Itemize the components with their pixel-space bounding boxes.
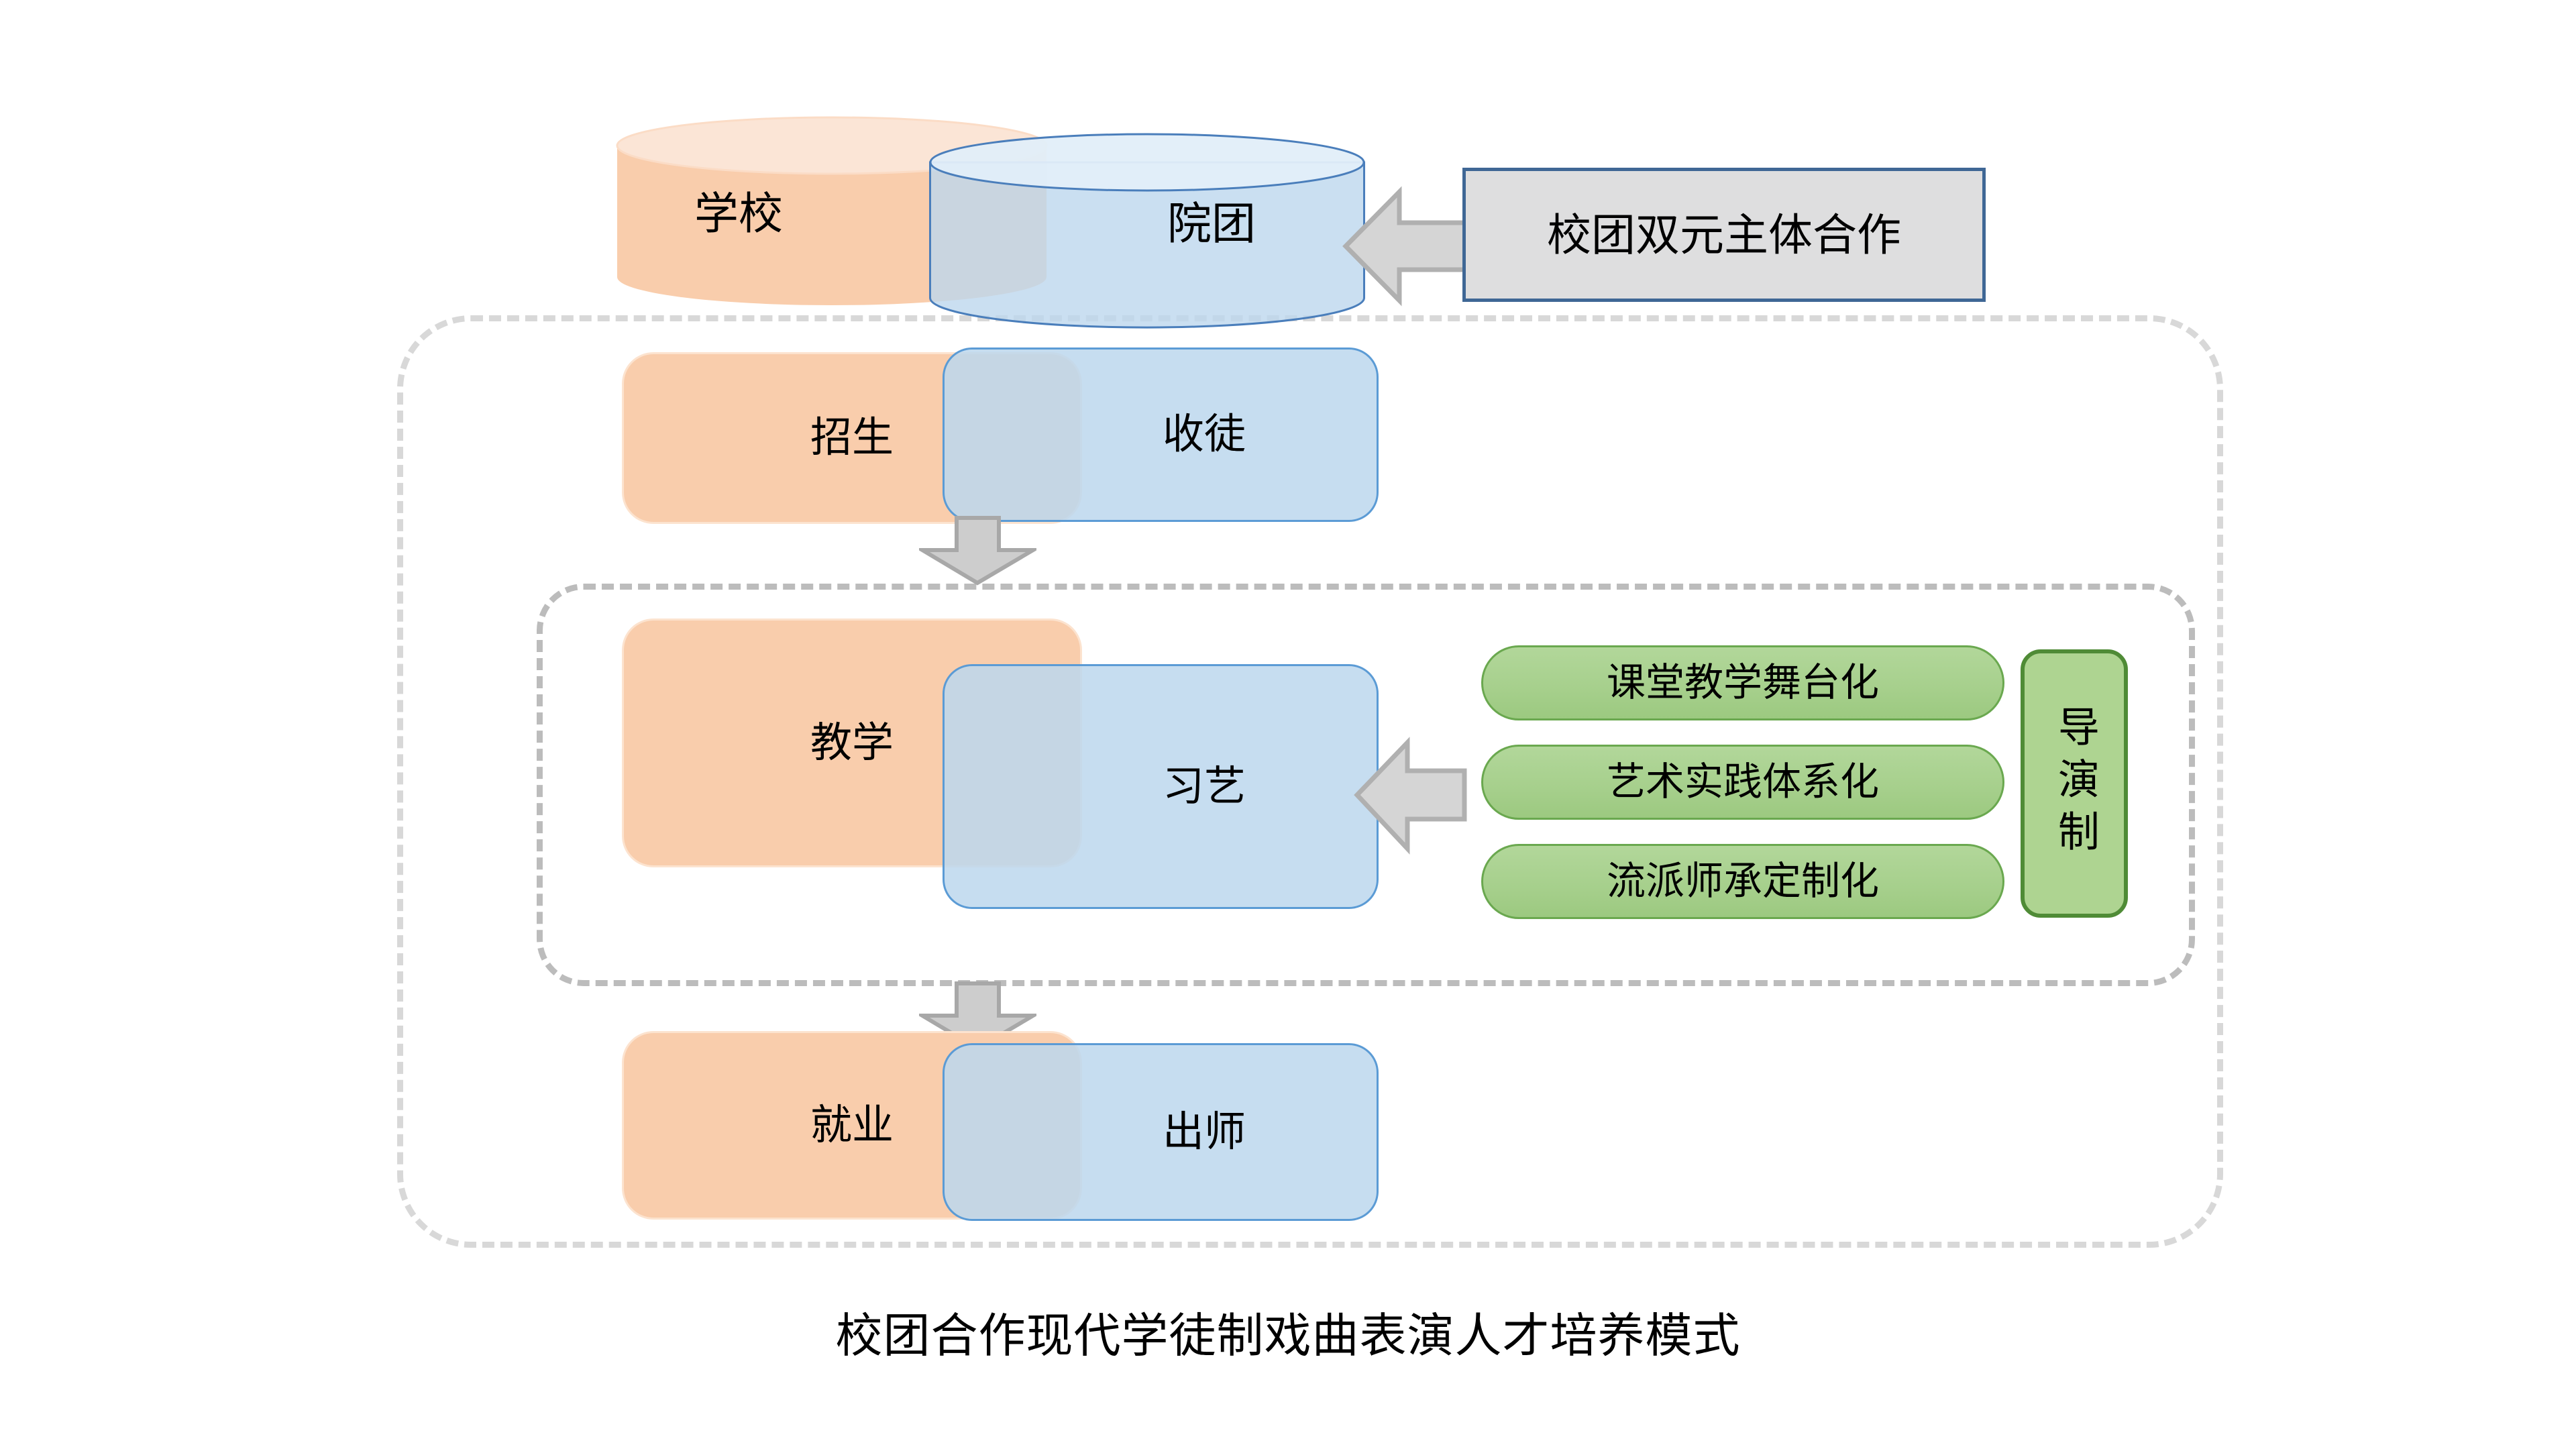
feature-pill-2-label: 艺术实践体系化 [1606, 760, 1879, 804]
left-arrow-icon-callout [1342, 182, 1469, 310]
row-teach-left-label: 教学 [810, 719, 894, 766]
row-employ-right-label: 出师 [1162, 1108, 1246, 1155]
callout-card: 校团双元主体合作 [1462, 168, 1986, 302]
down-arrow-icon-2 [919, 981, 1036, 1051]
vertical-badge-director-system: 导演制 [2021, 649, 2128, 918]
callout-card-label: 校团双元主体合作 [1547, 210, 1901, 260]
row-recruit-left-label: 招生 [810, 415, 894, 461]
row-employ-right: 出师 [943, 1043, 1379, 1221]
cylinder-troupe-label: 院团 [1167, 199, 1256, 248]
feature-pill-1-label: 课堂教学舞台化 [1606, 661, 1879, 704]
row-teach-right-label: 习艺 [1162, 763, 1246, 810]
feature-pill-1: 课堂教学舞台化 [1481, 645, 2004, 720]
feature-pill-2: 艺术实践体系化 [1481, 745, 2004, 820]
row-recruit-right-label: 收徒 [1162, 411, 1246, 458]
vertical-badge-label: 导演制 [2051, 705, 2098, 862]
cylinder-troupe [929, 133, 1365, 329]
row-recruit-right: 收徒 [943, 347, 1379, 522]
feature-pill-3: 流派师承定制化 [1481, 844, 2004, 919]
inner-dashed-container [537, 584, 2195, 986]
row-teach-right: 习艺 [943, 664, 1379, 909]
feature-pill-3-label: 流派师承定制化 [1606, 859, 1879, 903]
diagram-caption: 校团合作现代学徒制戏曲表演人才培养模式 [835, 1309, 1741, 1362]
left-arrow-icon-features [1354, 735, 1468, 855]
cylinder-school-label: 学校 [694, 189, 783, 238]
down-arrow-icon-1 [919, 515, 1036, 586]
row-employ-left-label: 就业 [810, 1102, 894, 1148]
